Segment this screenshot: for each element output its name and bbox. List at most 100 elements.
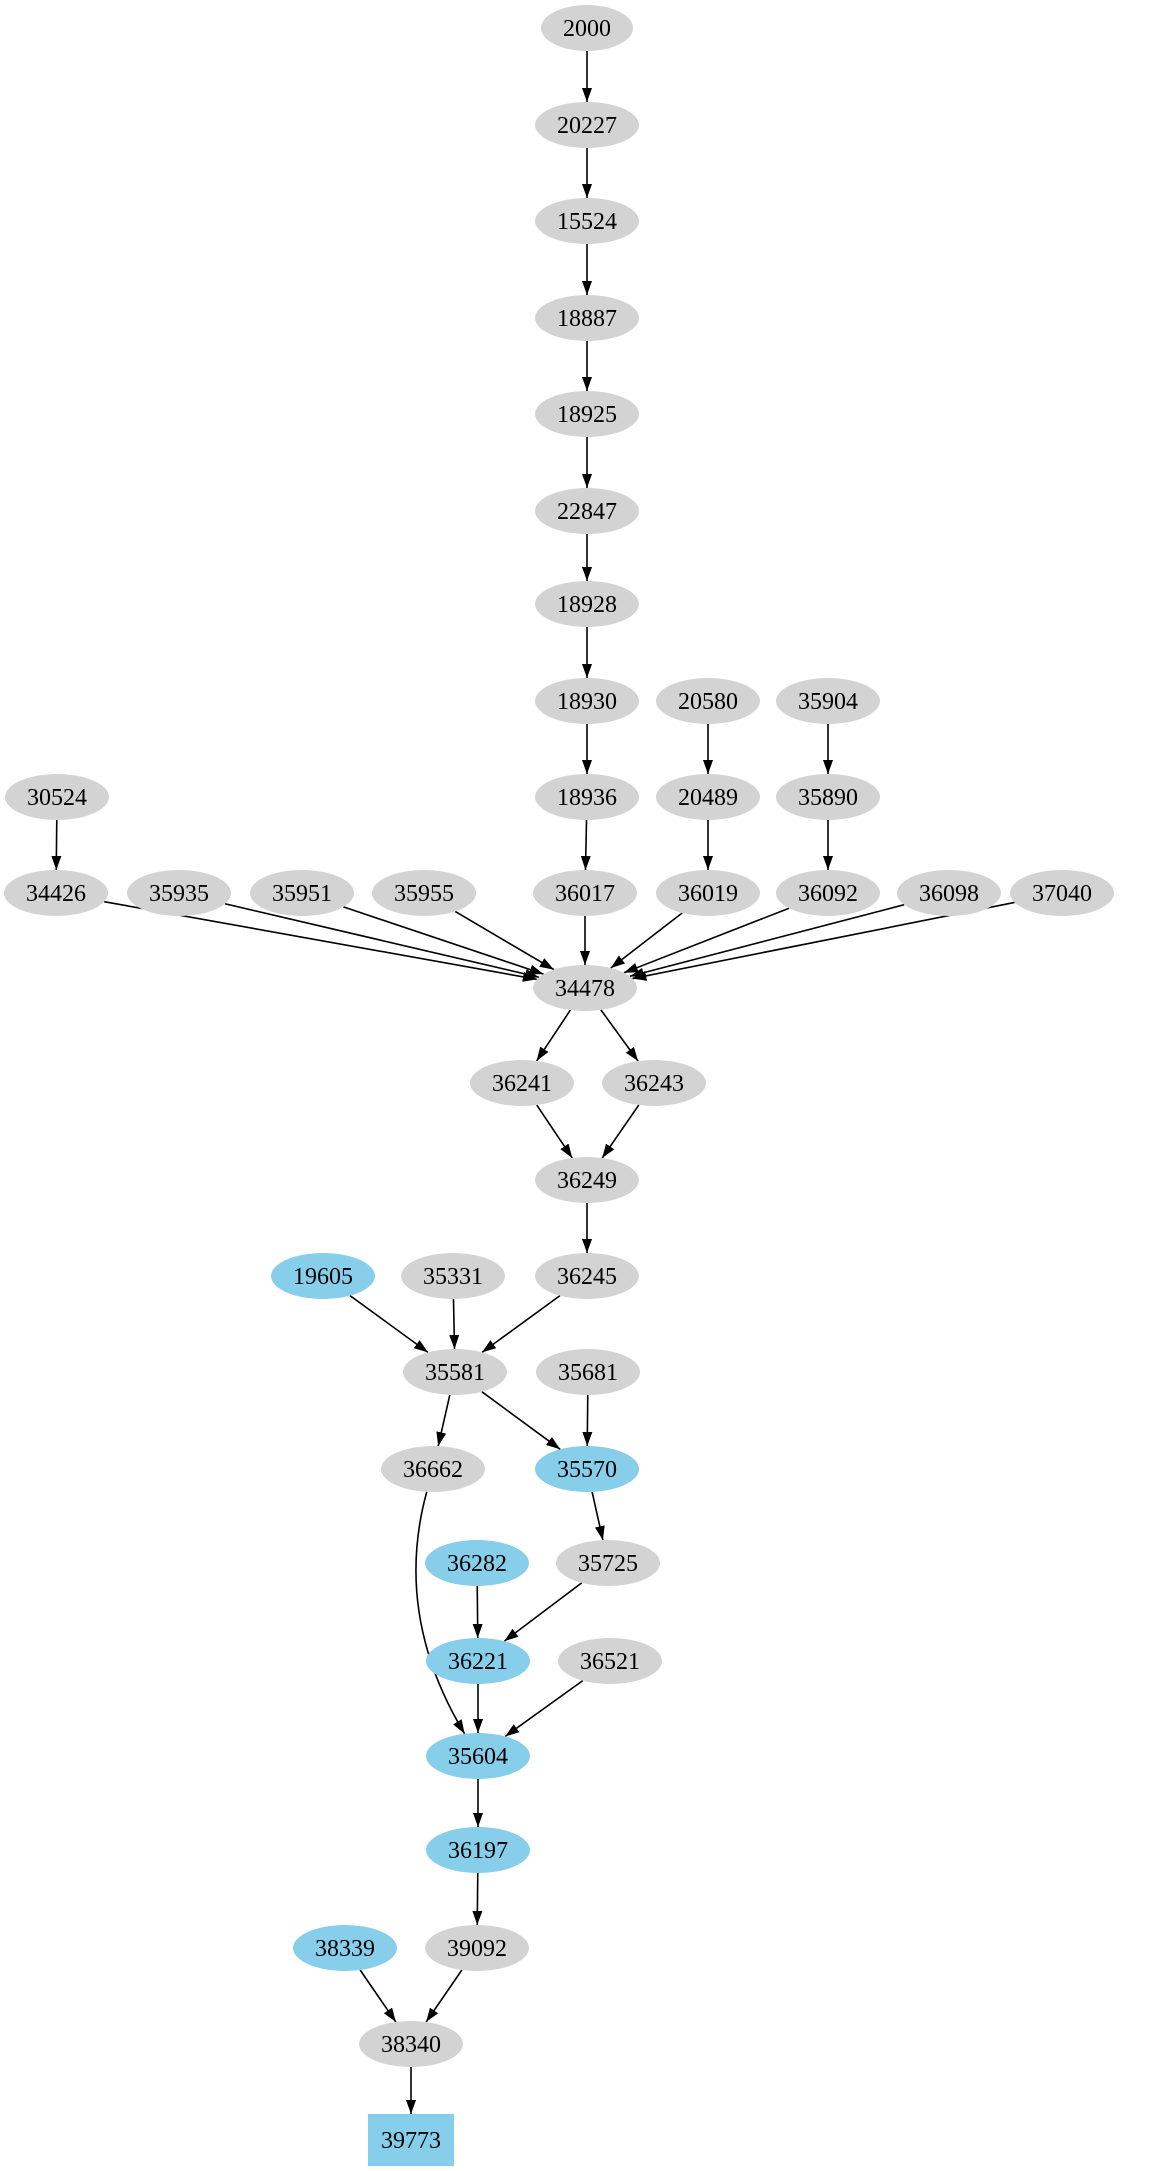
node-label: 20580: [678, 689, 738, 715]
node-label: 35681: [558, 1360, 618, 1386]
node-label: 35951: [272, 881, 332, 907]
node-20227: 20227: [535, 102, 639, 148]
node-ellipse-shape: [359, 2021, 463, 2067]
node-label: 36019: [678, 881, 738, 907]
node-label: 15524: [557, 209, 617, 235]
node-35890: 35890: [776, 774, 880, 820]
node-35570: 35570: [535, 1446, 639, 1492]
node-36098: 36098: [897, 870, 1001, 916]
node-ellipse-shape: [776, 870, 880, 916]
node-label: 36662: [403, 1457, 463, 1483]
node-ellipse-shape: [403, 1349, 507, 1395]
node-18936: 18936: [535, 774, 639, 820]
node-label: 19605: [293, 1264, 353, 1290]
node-20489: 20489: [656, 774, 760, 820]
node-30524: 30524: [5, 774, 109, 820]
node-ellipse-shape: [535, 488, 639, 534]
node-ellipse-shape: [535, 1157, 639, 1203]
node-ellipse-shape: [127, 870, 231, 916]
node-ellipse-shape: [602, 1060, 706, 1106]
node-35904: 35904: [776, 678, 880, 724]
node-38339: 38339: [293, 1925, 397, 1971]
node-22847: 22847: [535, 488, 639, 534]
node-label: 30524: [27, 785, 87, 811]
node-ellipse-shape: [536, 1349, 640, 1395]
node-label: 18936: [557, 785, 617, 811]
node-label: 36282: [447, 1551, 507, 1577]
node-ellipse-shape: [533, 870, 637, 916]
edge-36521-35604: [504, 1679, 584, 1738]
node-label: 35570: [557, 1457, 617, 1483]
node-39092: 39092: [425, 1925, 529, 1971]
node-35681: 35681: [536, 1349, 640, 1395]
node-label: 2000: [563, 16, 611, 42]
node-20580: 20580: [656, 678, 760, 724]
node-ellipse-shape: [381, 1446, 485, 1492]
node-ellipse-shape: [425, 1540, 529, 1586]
node-37040: 37040: [1010, 870, 1114, 916]
node-ellipse-shape: [776, 774, 880, 820]
node-38340: 38340: [359, 2021, 463, 2067]
node-label: 36521: [580, 1649, 640, 1675]
node-ellipse-shape: [426, 1827, 530, 1873]
node-label: 37040: [1032, 881, 1092, 907]
node-ellipse-shape: [535, 391, 639, 437]
node-18930: 18930: [535, 678, 639, 724]
edge-36243-36249: [601, 1104, 640, 1159]
node-label: 20227: [557, 113, 617, 139]
node-label: 35955: [394, 881, 454, 907]
node-36249: 36249: [535, 1157, 639, 1203]
edge-35581-36662: [436, 1394, 451, 1447]
node-ellipse-shape: [250, 870, 354, 916]
node-35581: 35581: [403, 1349, 507, 1395]
edge-36098-34478: [629, 903, 905, 978]
node-ellipse-shape: [535, 295, 639, 341]
node-ellipse-shape: [4, 870, 108, 916]
node-label: 36092: [798, 881, 858, 907]
node-label: 35581: [425, 1360, 485, 1386]
node-ellipse-shape: [470, 1060, 574, 1106]
node-15524: 15524: [535, 198, 639, 244]
node-ellipse-shape: [656, 678, 760, 724]
node-label: 18887: [557, 306, 617, 332]
node-36019: 36019: [656, 870, 760, 916]
edge-34478-36241: [535, 1009, 572, 1062]
edge-35955-34478: [454, 910, 555, 971]
node-ellipse-shape: [535, 102, 639, 148]
node-18887: 18887: [535, 295, 639, 341]
node-label: 18928: [557, 592, 617, 618]
edge-39092-38340: [425, 1969, 463, 2023]
node-ellipse-shape: [556, 1540, 660, 1586]
node-34478: 34478: [533, 965, 637, 1011]
node-18928: 18928: [535, 581, 639, 627]
node-ellipse-shape: [656, 870, 760, 916]
node-35331: 35331: [401, 1253, 505, 1299]
node-ellipse-shape: [425, 1925, 529, 1971]
node-label: 35604: [448, 1744, 508, 1770]
node-box-shape: [368, 2114, 454, 2166]
node-ellipse-shape: [656, 774, 760, 820]
edge-36092-34478: [623, 907, 790, 974]
node-2000: 2000: [541, 5, 633, 51]
node-label: 36249: [557, 1168, 617, 1194]
edge-36245-35581: [481, 1295, 561, 1353]
node-ellipse-shape: [897, 870, 1001, 916]
node-ellipse-shape: [293, 1925, 397, 1971]
node-ellipse-shape: [535, 198, 639, 244]
edge-35581-35570: [481, 1391, 561, 1450]
edge-35331-35581: [449, 1298, 460, 1350]
node-label: 36221: [448, 1649, 508, 1675]
edge-36282-36221: [472, 1585, 483, 1639]
node-ellipse-shape: [541, 5, 633, 51]
edge-18936-36017: [580, 819, 591, 871]
edge-34478-36243: [600, 1009, 639, 1062]
node-36241: 36241: [470, 1060, 574, 1106]
node-ellipse-shape: [426, 1638, 530, 1684]
node-label: 35725: [578, 1551, 638, 1577]
node-ellipse-shape: [271, 1253, 375, 1299]
node-36662: 36662: [381, 1446, 485, 1492]
edge-36197-39092: [472, 1872, 483, 1926]
node-label: 36098: [919, 881, 979, 907]
